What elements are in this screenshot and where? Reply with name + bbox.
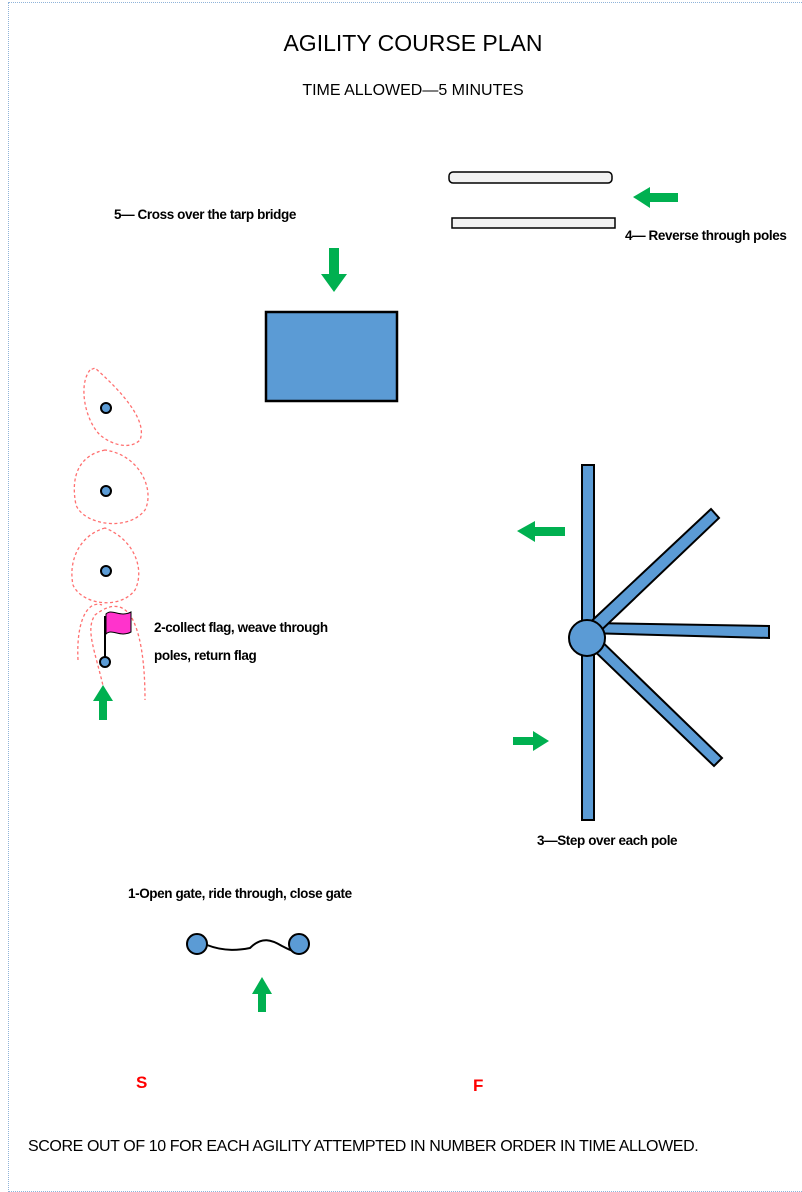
arrow-icon <box>321 248 347 292</box>
pole-icon <box>451 217 616 229</box>
pole-icon <box>448 171 613 184</box>
pole-icon <box>585 621 770 640</box>
pole-icon <box>100 402 112 414</box>
gate-post-icon <box>186 933 208 955</box>
start-marker: S <box>136 1073 148 1092</box>
station-1-label: 1-Open gate, ride through, close gate <box>128 886 352 901</box>
reverse-poles <box>448 171 616 229</box>
flag-icon <box>99 611 132 668</box>
scoring-note: SCORE OUT OF 10 FOR EACH AGILITY ATTEMPT… <box>28 1138 699 1155</box>
station-2-label: 2-collect flag, weave through poles, ret… <box>154 620 328 663</box>
page-title: AGILITY COURSE PLAN <box>283 30 543 56</box>
station-4-label: 4— Reverse through poles <box>625 228 787 243</box>
pole-icon <box>582 630 724 768</box>
pole-hub <box>568 619 606 657</box>
time-allowed: TIME ALLOWED—5 MINUTES <box>302 82 524 99</box>
weave-path <box>71 367 149 701</box>
arrow-icon <box>513 731 549 751</box>
arrow-icon <box>252 977 272 1012</box>
tarp-bridge-icon <box>264 310 399 403</box>
station-3-label: 3—Step over each pole <box>537 833 678 848</box>
pole-icon <box>100 485 112 497</box>
pole-icon <box>100 565 112 577</box>
arrow-icon <box>93 685 113 720</box>
pole-icon <box>581 507 721 641</box>
gate-post-icon <box>288 933 310 955</box>
station-5-label: 5— Cross over the tarp bridge <box>114 207 296 222</box>
weave-poles <box>100 402 112 577</box>
finish-marker: F <box>473 1076 484 1095</box>
gate <box>186 933 310 955</box>
step-over-poles <box>568 464 770 821</box>
arrow-icon <box>517 521 565 542</box>
arrow-icon <box>633 187 678 208</box>
